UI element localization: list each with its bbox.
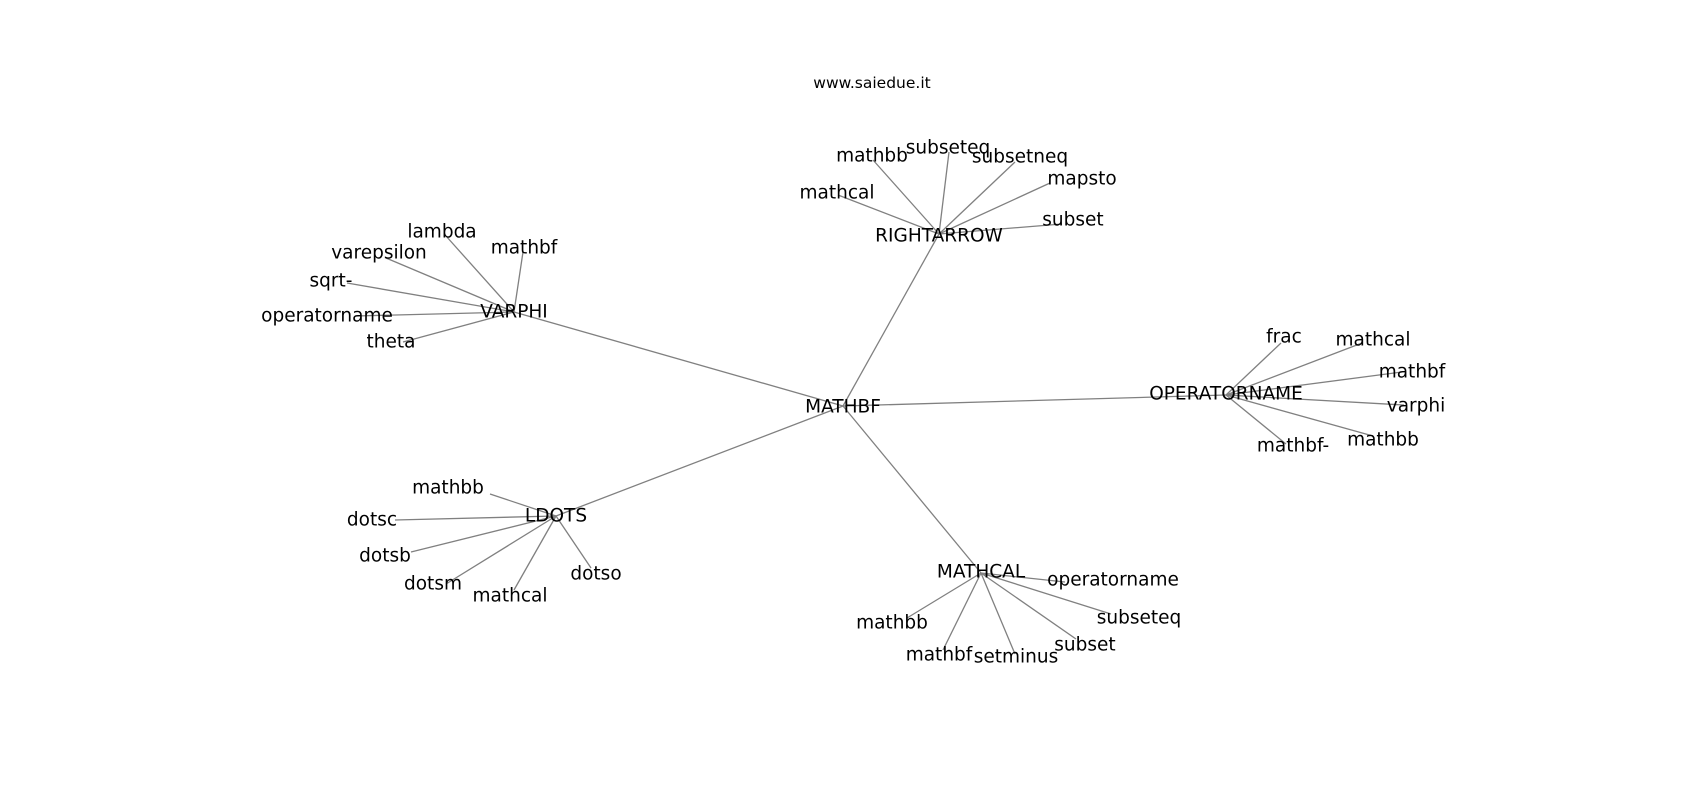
- edge-root-mathcal: [842, 405, 982, 574]
- node-leaf: dotsb: [359, 546, 411, 567]
- edge-ldots-2: [410, 515, 557, 553]
- edge-rightarrow-4: [837, 194, 940, 235]
- node-hub-operatorname: OPERATORNAME: [1149, 384, 1303, 405]
- node-leaf: operatorname: [261, 306, 393, 327]
- edge-varphi-3: [346, 282, 515, 313]
- edge-varphi-0: [445, 235, 515, 313]
- node-leaf: mathbb: [836, 146, 908, 167]
- edge-mathcal-5: [906, 572, 982, 619]
- node-leaf: subset: [1042, 210, 1103, 231]
- node-leaf: mathbf: [1379, 362, 1446, 383]
- node-leaf: lambda: [407, 222, 476, 243]
- edge-mathcal-4: [942, 572, 982, 651]
- edge-layer: [346, 151, 1405, 655]
- edge-ldots-0: [489, 493, 557, 517]
- node-leaf: varphi: [1387, 396, 1446, 417]
- node-leaf: subset: [1054, 635, 1115, 656]
- edge-rightarrow-2: [938, 161, 1016, 235]
- node-leaf: subseteq: [906, 138, 991, 159]
- edge-operatorname-5: [1225, 394, 1287, 445]
- node-hub-mathcal: MATHCAL: [937, 562, 1026, 583]
- label-layer: MATHBF VARPHI lambda mathbf varepsilon sqrt-o…: [261, 138, 1446, 668]
- edge-varphi-1: [513, 251, 524, 313]
- edge-root-ldots: [555, 405, 844, 517]
- node-leaf: mathcal: [473, 586, 548, 607]
- edge-ldots-1: [394, 515, 557, 521]
- node-leaf: mathbb: [856, 613, 928, 634]
- edge-operatorname-2: [1225, 371, 1403, 396]
- node-root: MATHBF: [805, 397, 881, 418]
- watermark-text: www.saiedue.it: [813, 74, 930, 92]
- node-hub-varphi: VARPHI: [480, 302, 548, 323]
- edge-operatorname-3: [1225, 394, 1405, 406]
- node-leaf: dotsm: [404, 574, 462, 595]
- node-leaf: subsetneq: [972, 147, 1068, 168]
- edge-ldots-5: [555, 515, 592, 569]
- edge-ldots-4: [513, 515, 557, 591]
- node-leaf: varepsilon: [331, 243, 427, 264]
- node-leaf: theta: [367, 332, 416, 353]
- node-leaf: mathbf: [906, 645, 973, 666]
- edge-rightarrow-3: [938, 182, 1051, 235]
- node-leaf: sqrt-: [310, 271, 353, 292]
- node-leaf: setminus: [974, 647, 1059, 668]
- node-leaf: mathbb: [412, 478, 484, 499]
- edge-operatorname-0: [1225, 342, 1282, 396]
- edge-varphi-2: [385, 257, 515, 313]
- edge-varphi-5: [402, 311, 515, 343]
- edge-varphi-4: [354, 311, 515, 317]
- edge-rightarrow-5: [938, 223, 1063, 235]
- edge-mathcal-2: [980, 572, 1077, 640]
- edge-mathcal-3: [980, 572, 1016, 655]
- node-leaf: mathbb: [1347, 430, 1419, 451]
- node-leaf: operatorname: [1047, 570, 1179, 591]
- node-hub-rightarrow: RIGHTARROW: [875, 226, 1003, 247]
- edge-root-varphi: [513, 311, 844, 407]
- edge-root-rightarrow: [842, 233, 940, 407]
- node-leaf: mapsto: [1047, 169, 1116, 190]
- node-leaf: dotso: [570, 564, 621, 585]
- node-leaf: mathbf-: [1257, 436, 1329, 457]
- node-leaf: subseteq: [1097, 608, 1182, 629]
- edge-rightarrow-0: [872, 159, 940, 235]
- edge-ldots-3: [445, 515, 557, 585]
- node-leaf: dotsc: [347, 510, 397, 531]
- node-leaf: mathcal: [800, 183, 875, 204]
- node-leaf: mathbf: [491, 238, 558, 259]
- edge-mathcal-0: [980, 572, 1066, 583]
- edge-operatorname-4: [1225, 394, 1374, 437]
- node-leaf: frac: [1266, 327, 1302, 348]
- node-leaf: mathcal: [1336, 330, 1411, 351]
- edge-rightarrow-1: [938, 151, 950, 235]
- edge-root-operatorname: [842, 394, 1227, 407]
- edge-operatorname-1: [1225, 342, 1363, 396]
- edge-mathcal-1: [980, 572, 1112, 615]
- node-hub-ldots: LDOTS: [525, 506, 587, 527]
